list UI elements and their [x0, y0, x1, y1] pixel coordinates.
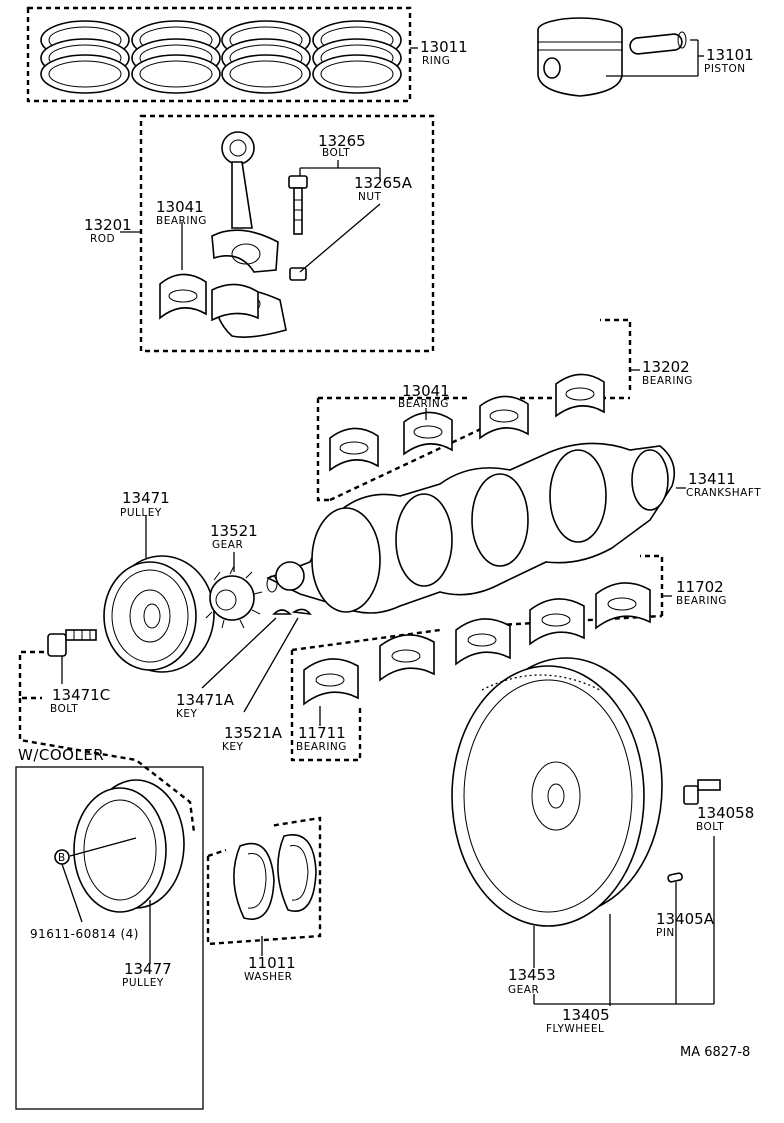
crankshaft [266, 442, 686, 614]
flywheel-gear-part-number: 13453 [508, 966, 556, 984]
conrod-bolt-part-name: BOLT [322, 147, 350, 159]
lower-bearing-part-number: 11702 [676, 578, 724, 596]
pulley-key-part-number: 13471A [176, 691, 235, 709]
pulley-part-name: PULLEY [120, 507, 162, 519]
ring-set-4 [312, 20, 402, 94]
rod-part-name: ROD [90, 233, 115, 245]
thrust-washers [206, 816, 322, 956]
conrod-bolt-part-number: 13265 [318, 132, 366, 150]
ring-part-number: 13011 [420, 38, 468, 56]
gear-key-part-number: 13521A [224, 724, 283, 742]
upper-main-bearing-set [316, 318, 640, 502]
cooler-title: W/COOLER [18, 746, 104, 764]
rod-part-number: 13201 [84, 216, 132, 234]
flywheel-pin-part-number: 13405A [656, 910, 715, 928]
upper-bearing-sub-part-name: BEARING [398, 398, 449, 410]
lower-bearing-sub-part-number: 11711 [298, 724, 346, 742]
cooler-pulley-group: W/COOLER B [15, 698, 204, 1110]
piston-ring-set [26, 6, 418, 103]
gear-key-part-name: KEY [222, 741, 244, 753]
cooler-pulley-part-name: PULLEY [122, 977, 164, 989]
flywheel-part-number: 13405 [562, 1006, 610, 1024]
upper-bearing-part-number: 13202 [642, 358, 690, 376]
flywheel-part-name: FLYWHEEL [546, 1023, 604, 1035]
diagram-code: MA 6827-8 [680, 1045, 750, 1060]
piston [537, 17, 704, 97]
crankshaft-part-number: 13411 [688, 470, 736, 488]
flywheel-group [451, 657, 721, 1006]
ring-part-name: RING [422, 55, 450, 67]
connecting-rod-group [120, 114, 435, 353]
crank-gear [201, 552, 312, 713]
piston-part-number: 13101 [706, 46, 754, 64]
pulley-bolt-part-number: 13471C [52, 686, 110, 704]
conrod-bearing-part-name: BEARING [156, 215, 207, 227]
upper-bearing-sub-part-number: 13041 [402, 382, 450, 400]
conrod-nut-part-name: NUT [358, 191, 382, 203]
pulley-key-part-name: KEY [176, 708, 198, 720]
flywheel-gear-part-name: GEAR [508, 984, 539, 996]
pulley-part-number: 13471 [122, 489, 170, 507]
conrod-bearing-part-number: 13041 [156, 198, 204, 216]
cooler-bolt-spec: 91611-60814 (4) [30, 927, 139, 941]
conrod-nut-part-number: 13265A [354, 174, 413, 192]
ring-set-3 [221, 20, 311, 94]
cooler-pulley-part-number: 13477 [124, 960, 172, 978]
pulley-bolt-part-name: BOLT [50, 703, 78, 715]
ring-set-2 [131, 20, 221, 94]
crankshaft-part-name: CRANKSHAFT [686, 487, 761, 499]
ring-set-1 [40, 20, 130, 94]
washer-part-name: WASHER [244, 971, 292, 983]
lower-bearing-part-name: BEARING [676, 595, 727, 607]
flywheel-bolt-part-number: 134058 [697, 804, 754, 822]
flywheel-bolt-part-name: BOLT [696, 821, 724, 833]
pulley-bolt [18, 629, 97, 700]
upper-bearing-part-name: BEARING [642, 375, 693, 387]
gear-part-name: GEAR [212, 539, 243, 551]
flywheel-pin-part-name: PIN [656, 927, 675, 939]
lower-main-bearing-set [290, 554, 672, 762]
gear-part-number: 13521 [210, 522, 258, 540]
lower-bearing-sub-part-name: BEARING [296, 741, 347, 753]
washer-part-number: 11011 [248, 954, 296, 972]
cooler-marker: B [58, 852, 66, 864]
piston-part-name: PISTON [704, 63, 746, 75]
crank-pulley [103, 516, 215, 673]
